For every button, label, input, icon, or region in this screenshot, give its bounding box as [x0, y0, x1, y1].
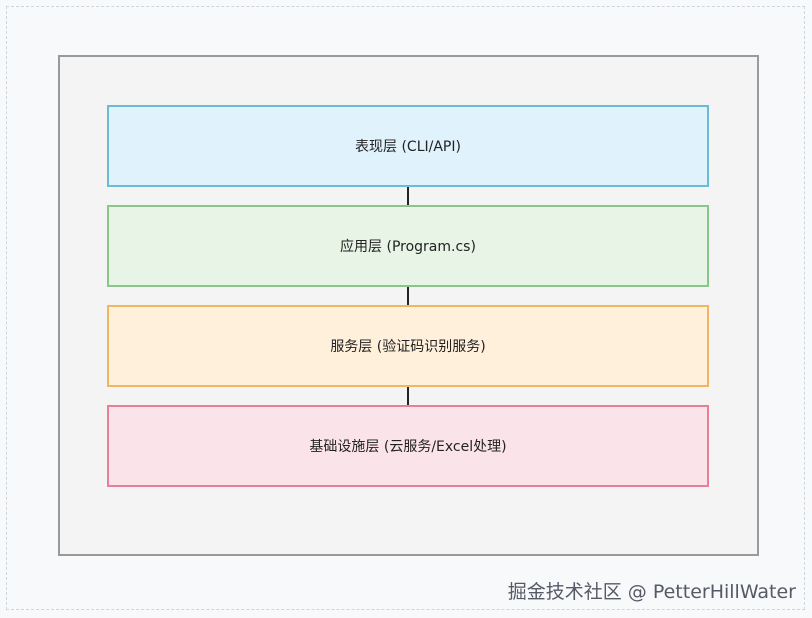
- application-layer-label: 应用层 (Program.cs): [340, 239, 476, 255]
- application-layer-box: 应用层 (Program.cs): [107, 205, 709, 287]
- service-layer-box: 服务层 (验证码识别服务): [107, 305, 709, 387]
- connector-line: [407, 187, 409, 205]
- watermark-text: 掘金技术社区 @ PetterHillWater: [507, 581, 796, 603]
- connector-line: [407, 387, 409, 405]
- connector-line: [407, 287, 409, 305]
- service-layer-label: 服务层 (验证码识别服务): [330, 339, 486, 355]
- presentation-layer-label: 表现层 (CLI/API): [355, 139, 461, 155]
- presentation-layer-box: 表现层 (CLI/API): [107, 105, 709, 187]
- canvas-border: [6, 6, 805, 610]
- infrastructure-layer-label: 基础设施层 (云服务/Excel处理): [309, 439, 507, 455]
- infrastructure-layer-box: 基础设施层 (云服务/Excel处理): [107, 405, 709, 487]
